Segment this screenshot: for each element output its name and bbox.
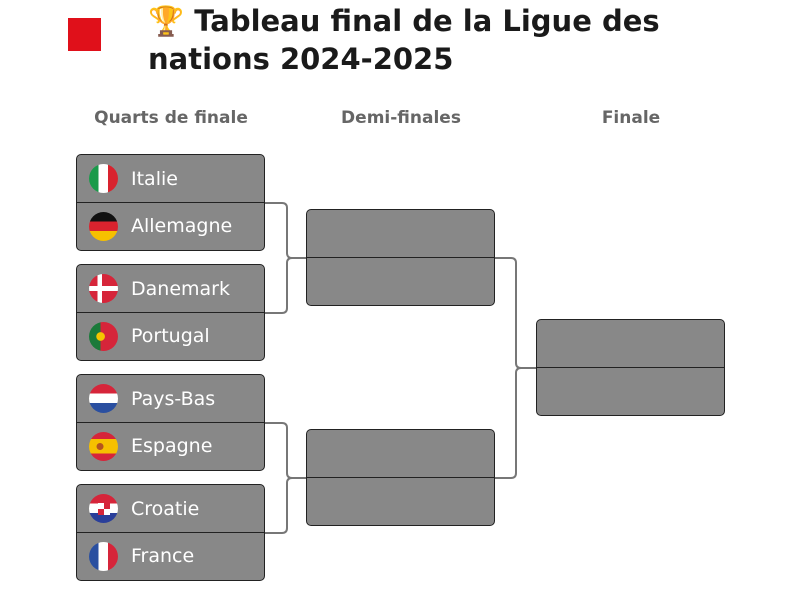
- connector-sf1-final: [495, 257, 536, 369]
- team-name: Allemagne: [131, 215, 233, 237]
- round-header-quarterfinals: Quarts de finale: [94, 108, 248, 128]
- team-name: Espagne: [131, 435, 213, 457]
- match-final: [536, 319, 725, 416]
- team-slot[interactable]: Italie: [77, 155, 264, 202]
- team-name: Pays-Bas: [131, 387, 216, 410]
- team-slot-empty[interactable]: [307, 430, 494, 477]
- match-qf1: Italie Allemagne: [76, 154, 265, 251]
- team-slot[interactable]: Espagne: [77, 422, 264, 469]
- team-slot[interactable]: Allemagne: [77, 202, 264, 249]
- team-slot-empty[interactable]: [307, 477, 494, 524]
- italy-flag-icon: [89, 164, 118, 193]
- match-sf2: [306, 429, 495, 526]
- netherlands-flag-icon: [89, 384, 118, 413]
- germany-flag-icon: [89, 211, 118, 241]
- team-slot[interactable]: Portugal: [77, 312, 264, 359]
- page-title: 🏆 Tableau final de la Ligue des nations …: [148, 4, 660, 76]
- team-slot[interactable]: Danemark: [77, 265, 264, 312]
- team-slot-empty[interactable]: [307, 210, 494, 257]
- connector-qf4-sf2: [265, 477, 293, 534]
- connector-qf3-sf2: [265, 422, 306, 479]
- croatia-flag-icon: [89, 494, 118, 523]
- match-sf1: [306, 209, 495, 306]
- team-name: France: [131, 545, 195, 567]
- red-square-logo: [68, 18, 101, 51]
- team-slot[interactable]: Pays-Bas: [77, 375, 264, 422]
- team-slot-empty[interactable]: [537, 320, 724, 367]
- portugal-flag-icon: [89, 321, 118, 351]
- connector-sf2-final: [495, 367, 522, 479]
- match-qf2: Danemark Portugal: [76, 264, 265, 361]
- round-header-semifinals: Demi-finales: [341, 108, 461, 128]
- match-qf4: Croatie France: [76, 484, 265, 581]
- round-header-final: Finale: [601, 108, 661, 128]
- team-slot[interactable]: France: [77, 532, 264, 579]
- team-slot-empty[interactable]: [537, 367, 724, 414]
- team-slot-empty[interactable]: [307, 257, 494, 304]
- spain-flag-icon: [89, 431, 118, 461]
- team-name: Danemark: [131, 277, 230, 300]
- connector-qf2-sf1: [265, 257, 293, 314]
- france-flag-icon: [89, 541, 118, 571]
- team-name: Italie: [131, 167, 178, 190]
- connector-qf1-sf1: [265, 202, 306, 259]
- team-name: Portugal: [131, 325, 210, 347]
- denmark-flag-icon: [89, 274, 118, 303]
- team-name: Croatie: [131, 497, 200, 520]
- match-qf3: Pays-Bas Espagne: [76, 374, 265, 471]
- team-slot[interactable]: Croatie: [77, 485, 264, 532]
